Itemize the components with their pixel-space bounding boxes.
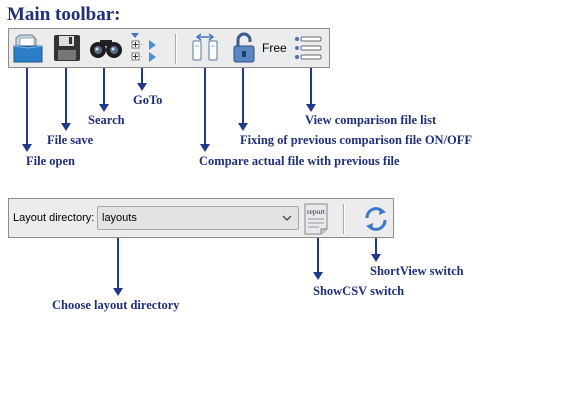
report-icon: report bbox=[304, 203, 328, 235]
shortview-switch-button[interactable] bbox=[363, 206, 389, 232]
layout-directory-select[interactable]: layouts bbox=[97, 206, 299, 230]
page-heading: Main toolbar: bbox=[7, 4, 121, 25]
compare-files-icon bbox=[192, 33, 218, 61]
annotation-choose-layout: Choose layout directory bbox=[52, 298, 180, 312]
goto-button[interactable] bbox=[129, 31, 159, 65]
file-open-button[interactable] bbox=[12, 32, 44, 64]
refresh-icon bbox=[365, 207, 387, 231]
annotation-shortview: ShortView switch bbox=[370, 264, 464, 278]
annotation-file-open: File open bbox=[26, 154, 75, 168]
annotation-file-save: File save bbox=[47, 133, 94, 147]
chevron-down-icon bbox=[282, 215, 292, 221]
fixing-status-label: Free bbox=[262, 41, 287, 55]
report-icon-text: report bbox=[307, 207, 326, 216]
annotation-search: Search bbox=[88, 113, 125, 127]
annotation-fixing: Fixing of previous comparison file ON/OF… bbox=[240, 133, 473, 147]
annotation-showcsv: ShowCSV switch bbox=[313, 284, 405, 298]
floppy-disk-icon bbox=[54, 35, 80, 61]
list-icon bbox=[295, 36, 322, 60]
binoculars-icon bbox=[90, 40, 122, 58]
view-comparison-list-button[interactable] bbox=[293, 34, 323, 62]
layout-directory-value: layouts bbox=[102, 212, 137, 224]
annotation-view-list: View comparison file list bbox=[305, 113, 437, 127]
padlock-open-icon bbox=[233, 32, 255, 63]
showcsv-switch-button[interactable]: report bbox=[303, 203, 329, 235]
fixing-toggle-button[interactable] bbox=[231, 32, 257, 64]
toolbar-separator bbox=[175, 34, 177, 64]
file-save-button[interactable] bbox=[51, 32, 83, 64]
goto-tree-icon bbox=[131, 33, 156, 62]
layout-toolbar: Layout directory: layouts report bbox=[8, 198, 394, 238]
main-toolbar: Free bbox=[8, 28, 330, 68]
layout-directory-label: Layout directory: bbox=[13, 212, 95, 224]
compare-button[interactable] bbox=[189, 32, 221, 64]
annotation-compare: Compare actual file with previous file bbox=[199, 154, 400, 168]
search-button[interactable] bbox=[89, 32, 123, 64]
folder-open-icon bbox=[13, 34, 43, 63]
annotation-goto: GoTo bbox=[133, 93, 163, 107]
toolbar-separator bbox=[343, 204, 345, 234]
